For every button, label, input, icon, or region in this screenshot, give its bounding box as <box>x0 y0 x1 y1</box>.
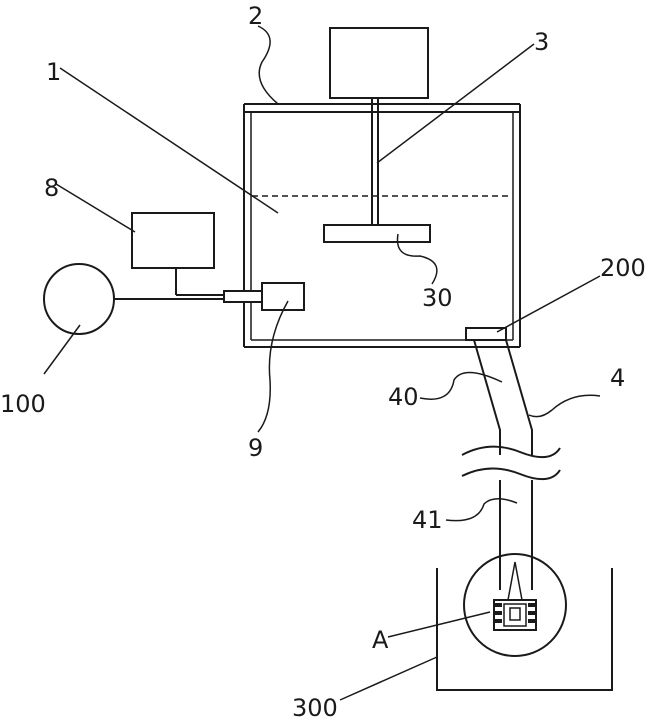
controller-box <box>132 213 214 268</box>
source-circle <box>44 264 114 334</box>
break-mark-upper <box>462 447 560 457</box>
inlet-pipe <box>224 291 264 302</box>
label-2: 2 <box>248 2 263 30</box>
break-mark-lower <box>462 468 560 479</box>
label-4: 4 <box>610 364 625 392</box>
label-300: 300 <box>292 694 338 719</box>
label-100: 100 <box>0 390 46 418</box>
motor-box <box>330 28 428 98</box>
leader-lines <box>44 26 600 700</box>
label-41: 41 <box>412 506 443 534</box>
label-3: 3 <box>534 28 549 56</box>
label-200: 200 <box>600 254 646 282</box>
label-8: 8 <box>44 174 59 202</box>
label-40: 40 <box>388 383 419 411</box>
label-9: 9 <box>248 434 263 462</box>
label-A: A <box>372 626 389 654</box>
label-1: 1 <box>46 58 61 86</box>
label-30: 30 <box>422 284 453 312</box>
stirrer-paddle <box>324 225 430 242</box>
delivery-tube <box>474 340 532 590</box>
pump-box <box>262 283 304 310</box>
